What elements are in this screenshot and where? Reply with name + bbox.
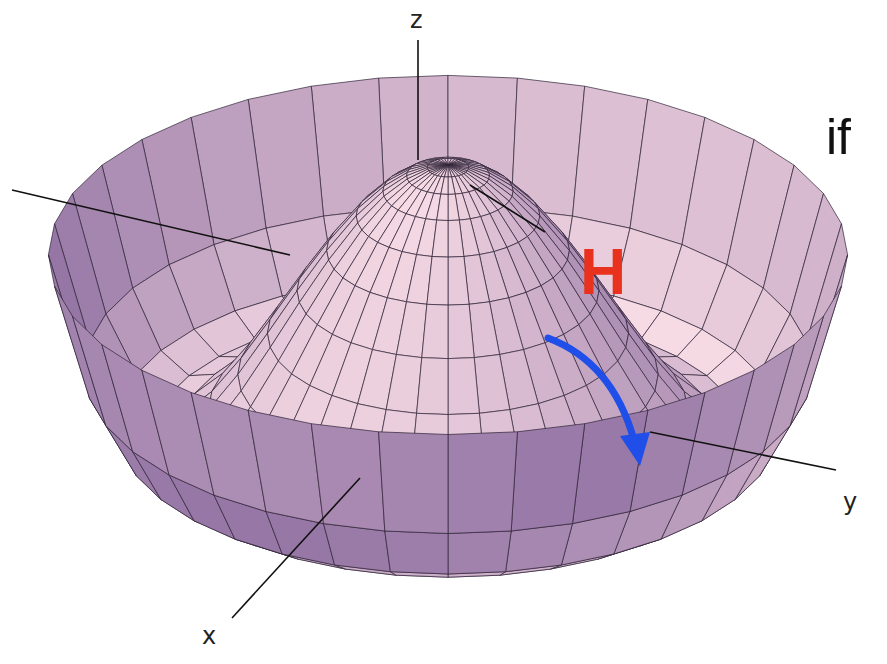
y-axis-front [650, 432, 836, 470]
mesh-cell [474, 355, 510, 414]
mesh-cell [511, 78, 585, 216]
mesh-cell [386, 355, 422, 414]
mesh-cell [385, 531, 448, 574]
arrow-head [620, 432, 650, 466]
mesh-cell [427, 257, 448, 306]
axis-label: x [202, 624, 216, 648]
mesh-cell [422, 304, 448, 358]
axis-label: y [843, 490, 857, 514]
mesh-cell [448, 177, 455, 195]
mesh-cell [441, 177, 448, 195]
mesh-cell [448, 257, 469, 306]
field-label: H [580, 240, 626, 304]
mesh-cell [311, 78, 385, 216]
mesh-cell [448, 165, 452, 177]
y-axis-back [470, 185, 545, 232]
mesh-cell [444, 165, 448, 177]
coordinate-axes [12, 40, 836, 618]
mesh-cell [417, 358, 448, 415]
mesh-cell [437, 194, 448, 220]
mesh-cell [448, 531, 511, 574]
surface-mesh [48, 75, 847, 577]
note-text: if [826, 112, 851, 162]
mesh-cell [379, 432, 448, 534]
mesh-cell [511, 424, 585, 531]
mesh-cell [441, 165, 448, 177]
mesh-cell [311, 424, 385, 531]
mesh-cell [191, 393, 266, 512]
mesh-cell [448, 194, 459, 220]
mesh-cell [448, 165, 455, 177]
arrow-shaft [548, 338, 634, 440]
rotation-arrow [548, 338, 650, 466]
z-axis [417, 40, 419, 160]
mesh-cell [448, 220, 464, 257]
x-axis-front [232, 478, 360, 618]
mesh-cell [448, 304, 474, 358]
mesh-cell [448, 358, 479, 415]
mesh-cell [432, 220, 448, 257]
mesh-cell [448, 165, 458, 177]
mesh-cell [448, 432, 517, 534]
x-axis-back [12, 190, 290, 255]
axis-label: z [410, 8, 423, 32]
mesh-cell [438, 165, 448, 177]
